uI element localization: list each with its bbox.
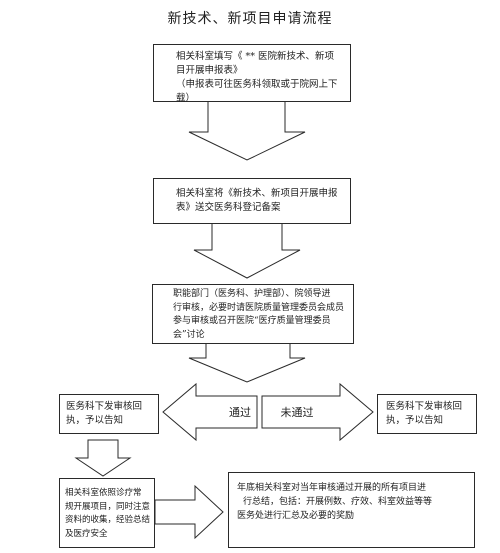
outcome-left-line2: 执，予以告知 xyxy=(66,415,124,426)
down-arrow-2 xyxy=(193,221,301,279)
left-arrow-pass xyxy=(162,382,258,442)
outcome-right-line2: 执，予以告知 xyxy=(386,415,444,426)
fail-label: 未通过 xyxy=(280,406,314,419)
step1-line1: 相关科室填写《 ** 医院新技术、新项 xyxy=(176,51,335,62)
outcome-left-line1: 医务科下发审核回 xyxy=(66,401,143,412)
implement-project: 相关科室依照诊疗常 规开展项目，同时注意 资料的收集，经验总结 及医疗安全 xyxy=(59,478,155,548)
step2-line1: 相关科室将《新技术、新项目开展申报 xyxy=(176,188,338,199)
outcome-left: 医务科下发审核回 执，予以告知 xyxy=(59,394,159,434)
right-arrow-summary xyxy=(154,484,224,540)
implement-line3: 资料的收集，经验总结 xyxy=(65,515,151,525)
down-arrow-3 xyxy=(188,337,306,383)
implement-line1: 相关科室依照诊疗常 xyxy=(65,488,142,498)
pass-label: 通过 xyxy=(229,406,251,419)
step2-line2: 表》送交医务科登记备案 xyxy=(176,202,281,213)
step-submit-form: 相关科室将《新技术、新项目开展申报 表》送交医务科登记备案 xyxy=(153,178,351,224)
down-arrow-left xyxy=(74,439,132,477)
summary-line2: 行总结，包括：开展例数、疗效、科室效益等等 xyxy=(243,497,433,507)
page-title: 新技术、新项目申请流程 xyxy=(167,11,333,27)
outcome-right-line1: 医务科下发审核回 xyxy=(386,401,463,412)
step3-line4: 会”讨论 xyxy=(173,329,205,340)
implement-line2: 规开展项目，同时注意 xyxy=(65,501,151,512)
step3-line2: 行审核，必要时请医院质量管理委员会成员 xyxy=(173,302,345,313)
step3-line1: 职能部门（医务科、护理部）、院领导进 xyxy=(173,289,331,299)
summary-line3: 医务处进行汇总及必要的奖励 xyxy=(237,511,355,521)
step1-line3: （申报表可往医务科领取或于院网上下载） xyxy=(176,79,338,104)
step1-line2: 目开展申报表》 xyxy=(176,65,243,76)
implement-line4: 及医疗安全 xyxy=(65,528,108,539)
year-end-summary: 年底相关科室对当年审核通过开展的所有项目进 行总结，包括：开展例数、疗效、科室效… xyxy=(228,472,475,548)
step3-line3: 参与审核或召开医院“医疗质量管理委员 xyxy=(173,316,331,326)
step-fill-form: 相关科室填写《 ** 医院新技术、新项 目开展申报表》 （申报表可往医务科领取或… xyxy=(153,44,351,104)
outcome-right: 医务科下发审核回 执，予以告知 xyxy=(377,394,477,434)
right-arrow-fail xyxy=(261,382,374,442)
down-arrow-1 xyxy=(188,99,306,161)
summary-line1: 年底相关科室对当年审核通过开展的所有项目进 xyxy=(237,483,427,493)
step-review: 职能部门（医务科、护理部）、院领导进 行审核，必要时请医院质量管理委员会成员 参… xyxy=(152,284,354,344)
